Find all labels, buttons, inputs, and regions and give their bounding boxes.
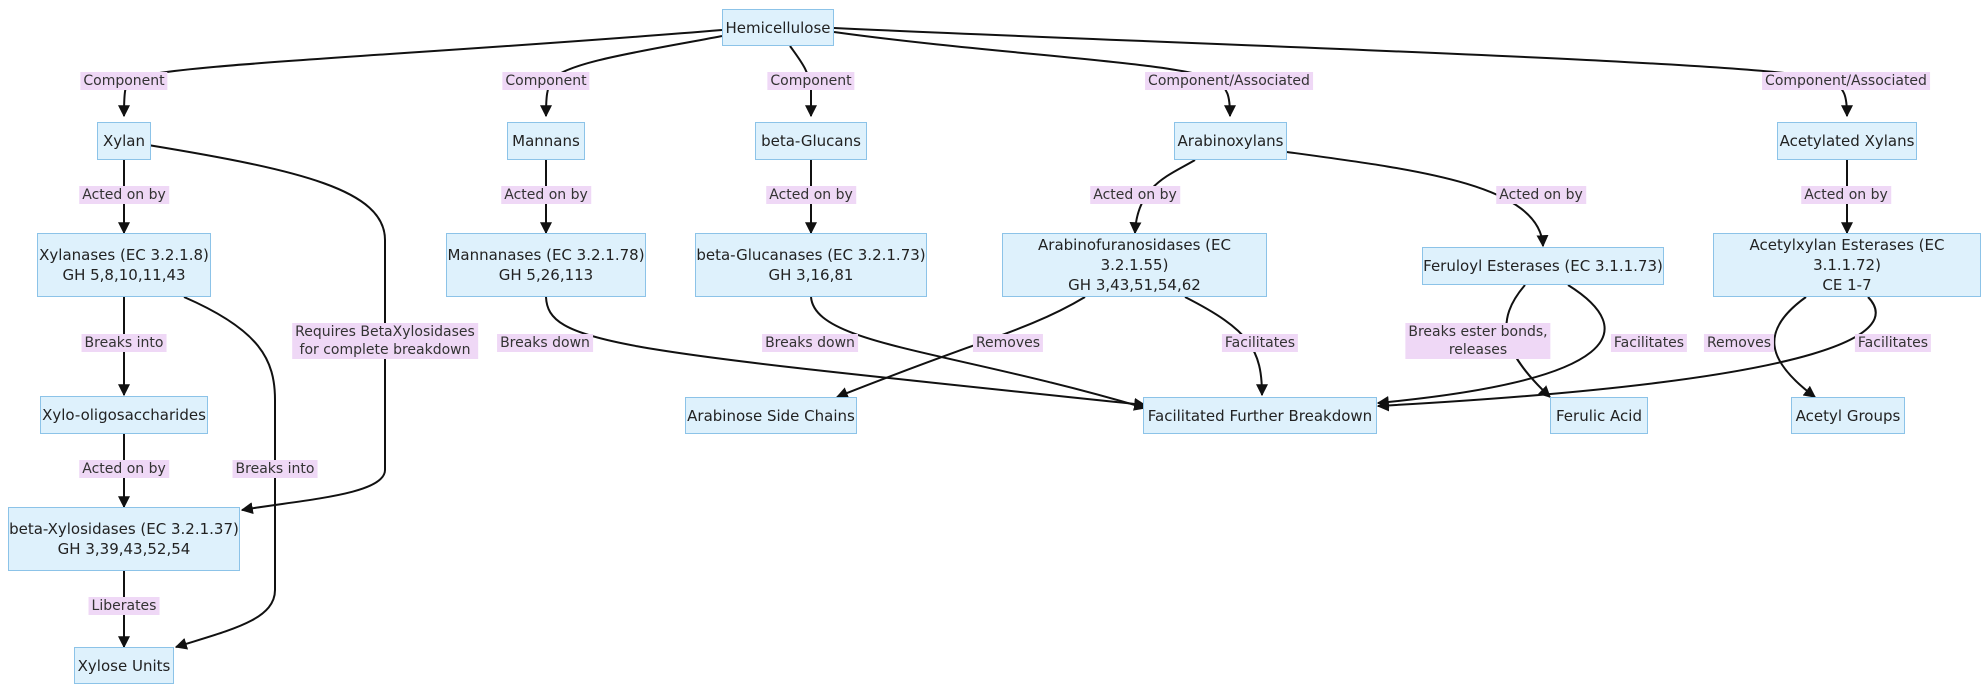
node-feruloyl-esterases-label: Feruloyl Esterases (EC 3.1.1.73) — [1423, 257, 1663, 275]
edge-label-feruloyl-ferulic: Breaks ester bonds, releases — [1405, 323, 1551, 359]
node-beta-xylosidases: beta-Xylosidases (EC 3.2.1.37) GH 3,39,4… — [8, 507, 240, 571]
edge-hemi-xylan — [118, 29, 723, 118]
node-beta-glucanases-label: beta-Glucanases (EC 3.2.1.73) GH 3,16,81 — [696, 246, 926, 284]
edge-label-xos-betaxylosidases: Acted on by — [79, 460, 169, 478]
edge-acetylxylan-acetyl — [1773, 296, 1816, 398]
edge-label-glucans-glucanases: Acted on by — [766, 186, 856, 204]
node-arabinofuranosidases: Arabinofuranosidases (EC 3.2.1.55) GH 3,… — [1002, 233, 1267, 297]
edge-label-arabinofuranosidases-arabinose: Removes — [972, 334, 1044, 352]
edge-label-hemi-acetylated: Component/Associated — [1762, 72, 1930, 90]
edge-label-arabinofuranosidases-facilitated: Facilitates — [1221, 334, 1299, 352]
node-ferulic-acid: Ferulic Acid — [1550, 397, 1648, 434]
node-mannanases: Mannanases (EC 3.2.1.78) GH 5,26,113 — [446, 233, 646, 297]
edge-label-hemi-arabinoxylans: Component/Associated — [1145, 72, 1313, 90]
node-arabinose-side-chains-label: Arabinose Side Chains — [687, 406, 855, 425]
edge-hemi-acetylated — [833, 27, 1853, 118]
node-acetylxylan-esterases-label: Acetylxylan Esterases (EC 3.1.1.72) CE 1… — [1749, 236, 1945, 294]
edge-label-mannans-mannanases: Acted on by — [501, 186, 591, 204]
edge-arabinoxylans-arabinofuranosidases — [1129, 159, 1196, 235]
edge-glucanases-facilitated — [810, 296, 1147, 411]
edge-label-arabinoxylans-arabinofuranosidases: Acted on by — [1090, 186, 1180, 204]
edge-mannanases-facilitated — [545, 296, 1147, 410]
node-mannans-label: Mannans — [512, 132, 580, 150]
edge-xylanases-xylose — [174, 296, 276, 650]
node-acetylated-xylans-label: Acetylated Xylans — [1779, 132, 1915, 150]
node-xylose-units: Xylose Units — [74, 647, 174, 684]
node-arabinose-side-chains: Arabinose Side Chains — [685, 397, 857, 434]
node-mannans: Mannans — [507, 122, 585, 160]
edge-label-feruloyl-facilitated: Facilitates — [1610, 334, 1688, 352]
node-xylanases: Xylanases (EC 3.2.1.8) GH 5,8,10,11,43 — [37, 233, 211, 297]
node-acetylxylan-esterases: Acetylxylan Esterases (EC 3.1.1.72) CE 1… — [1713, 233, 1981, 297]
edge-label-xylan-xylanases: Acted on by — [79, 186, 169, 204]
node-arabinoxylans-label: Arabinoxylans — [1177, 132, 1284, 150]
node-arabinofuranosidases-label: Arabinofuranosidases (EC 3.2.1.55) GH 3,… — [1038, 236, 1231, 294]
node-facilitated-further-breakdown-label: Facilitated Further Breakdown — [1147, 406, 1373, 425]
edge-label-hemi-xylan: Component — [80, 72, 168, 90]
edge-label-hemi-mannans: Component — [502, 72, 590, 90]
node-beta-glucanases: beta-Glucanases (EC 3.2.1.73) GH 3,16,81 — [695, 233, 927, 297]
node-xylan: Xylan — [97, 122, 151, 160]
node-hemicellulose-label: Hemicellulose — [725, 18, 831, 37]
edge-label-xylanases-xylose: Breaks into — [232, 460, 318, 478]
node-xylo-oligosaccharides-label: Xylo-oligosaccharides — [42, 406, 206, 424]
node-feruloyl-esterases: Feruloyl Esterases (EC 3.1.1.73) — [1422, 247, 1664, 285]
edge-xylan-betaxylosidases — [147, 144, 386, 515]
node-beta-glucans-label: beta-Glucans — [761, 132, 861, 150]
edge-hemi-arabinoxylans — [833, 31, 1236, 118]
edge-label-acetylxylan-facilitated: Facilitates — [1854, 334, 1932, 352]
node-xylo-oligosaccharides: Xylo-oligosaccharides — [40, 396, 208, 434]
edge-label-xylanases-xos: Breaks into — [81, 334, 167, 352]
edge-label-betaxylosidases-xylose: Liberates — [88, 597, 160, 615]
node-acetyl-groups-label: Acetyl Groups — [1795, 406, 1901, 425]
node-acetylated-xylans: Acetylated Xylans — [1777, 122, 1917, 160]
edge-label-acetylxylan-acetyl: Removes — [1703, 334, 1775, 352]
edge-feruloyl-facilitated — [1376, 284, 1606, 408]
edge-label-mannanases-facilitated: Breaks down — [497, 334, 593, 352]
node-mannanases-label: Mannanases (EC 3.2.1.78) GH 5,26,113 — [447, 246, 645, 284]
edge-label-acetylated-acetylxylan: Acted on by — [1801, 186, 1891, 204]
edge-acetylxylan-facilitated — [1376, 296, 1877, 412]
node-arabinoxylans: Arabinoxylans — [1174, 122, 1287, 160]
edge-label-xylan-betaxylosidases: Requires BetaXylosidases for complete br… — [292, 323, 478, 359]
node-facilitated-further-breakdown: Facilitated Further Breakdown — [1143, 397, 1377, 434]
edge-label-glucanases-facilitated: Breaks down — [762, 334, 858, 352]
node-xylan-label: Xylan — [102, 132, 146, 150]
node-xylose-units-label: Xylose Units — [77, 656, 171, 675]
node-hemicellulose: Hemicellulose — [722, 9, 834, 46]
edge-arabinoxylans-feruloyl — [1286, 151, 1549, 248]
edge-label-hemi-glucans: Component — [767, 72, 855, 90]
node-ferulic-acid-label: Ferulic Acid — [1556, 406, 1642, 425]
node-beta-xylosidases-label: beta-Xylosidases (EC 3.2.1.37) GH 3,39,4… — [9, 520, 239, 558]
node-beta-glucans: beta-Glucans — [755, 122, 867, 160]
node-acetyl-groups: Acetyl Groups — [1791, 397, 1905, 434]
node-xylanases-label: Xylanases (EC 3.2.1.8) GH 5,8,10,11,43 — [39, 246, 209, 284]
edge-label-arabinoxylans-feruloyl: Acted on by — [1496, 186, 1586, 204]
